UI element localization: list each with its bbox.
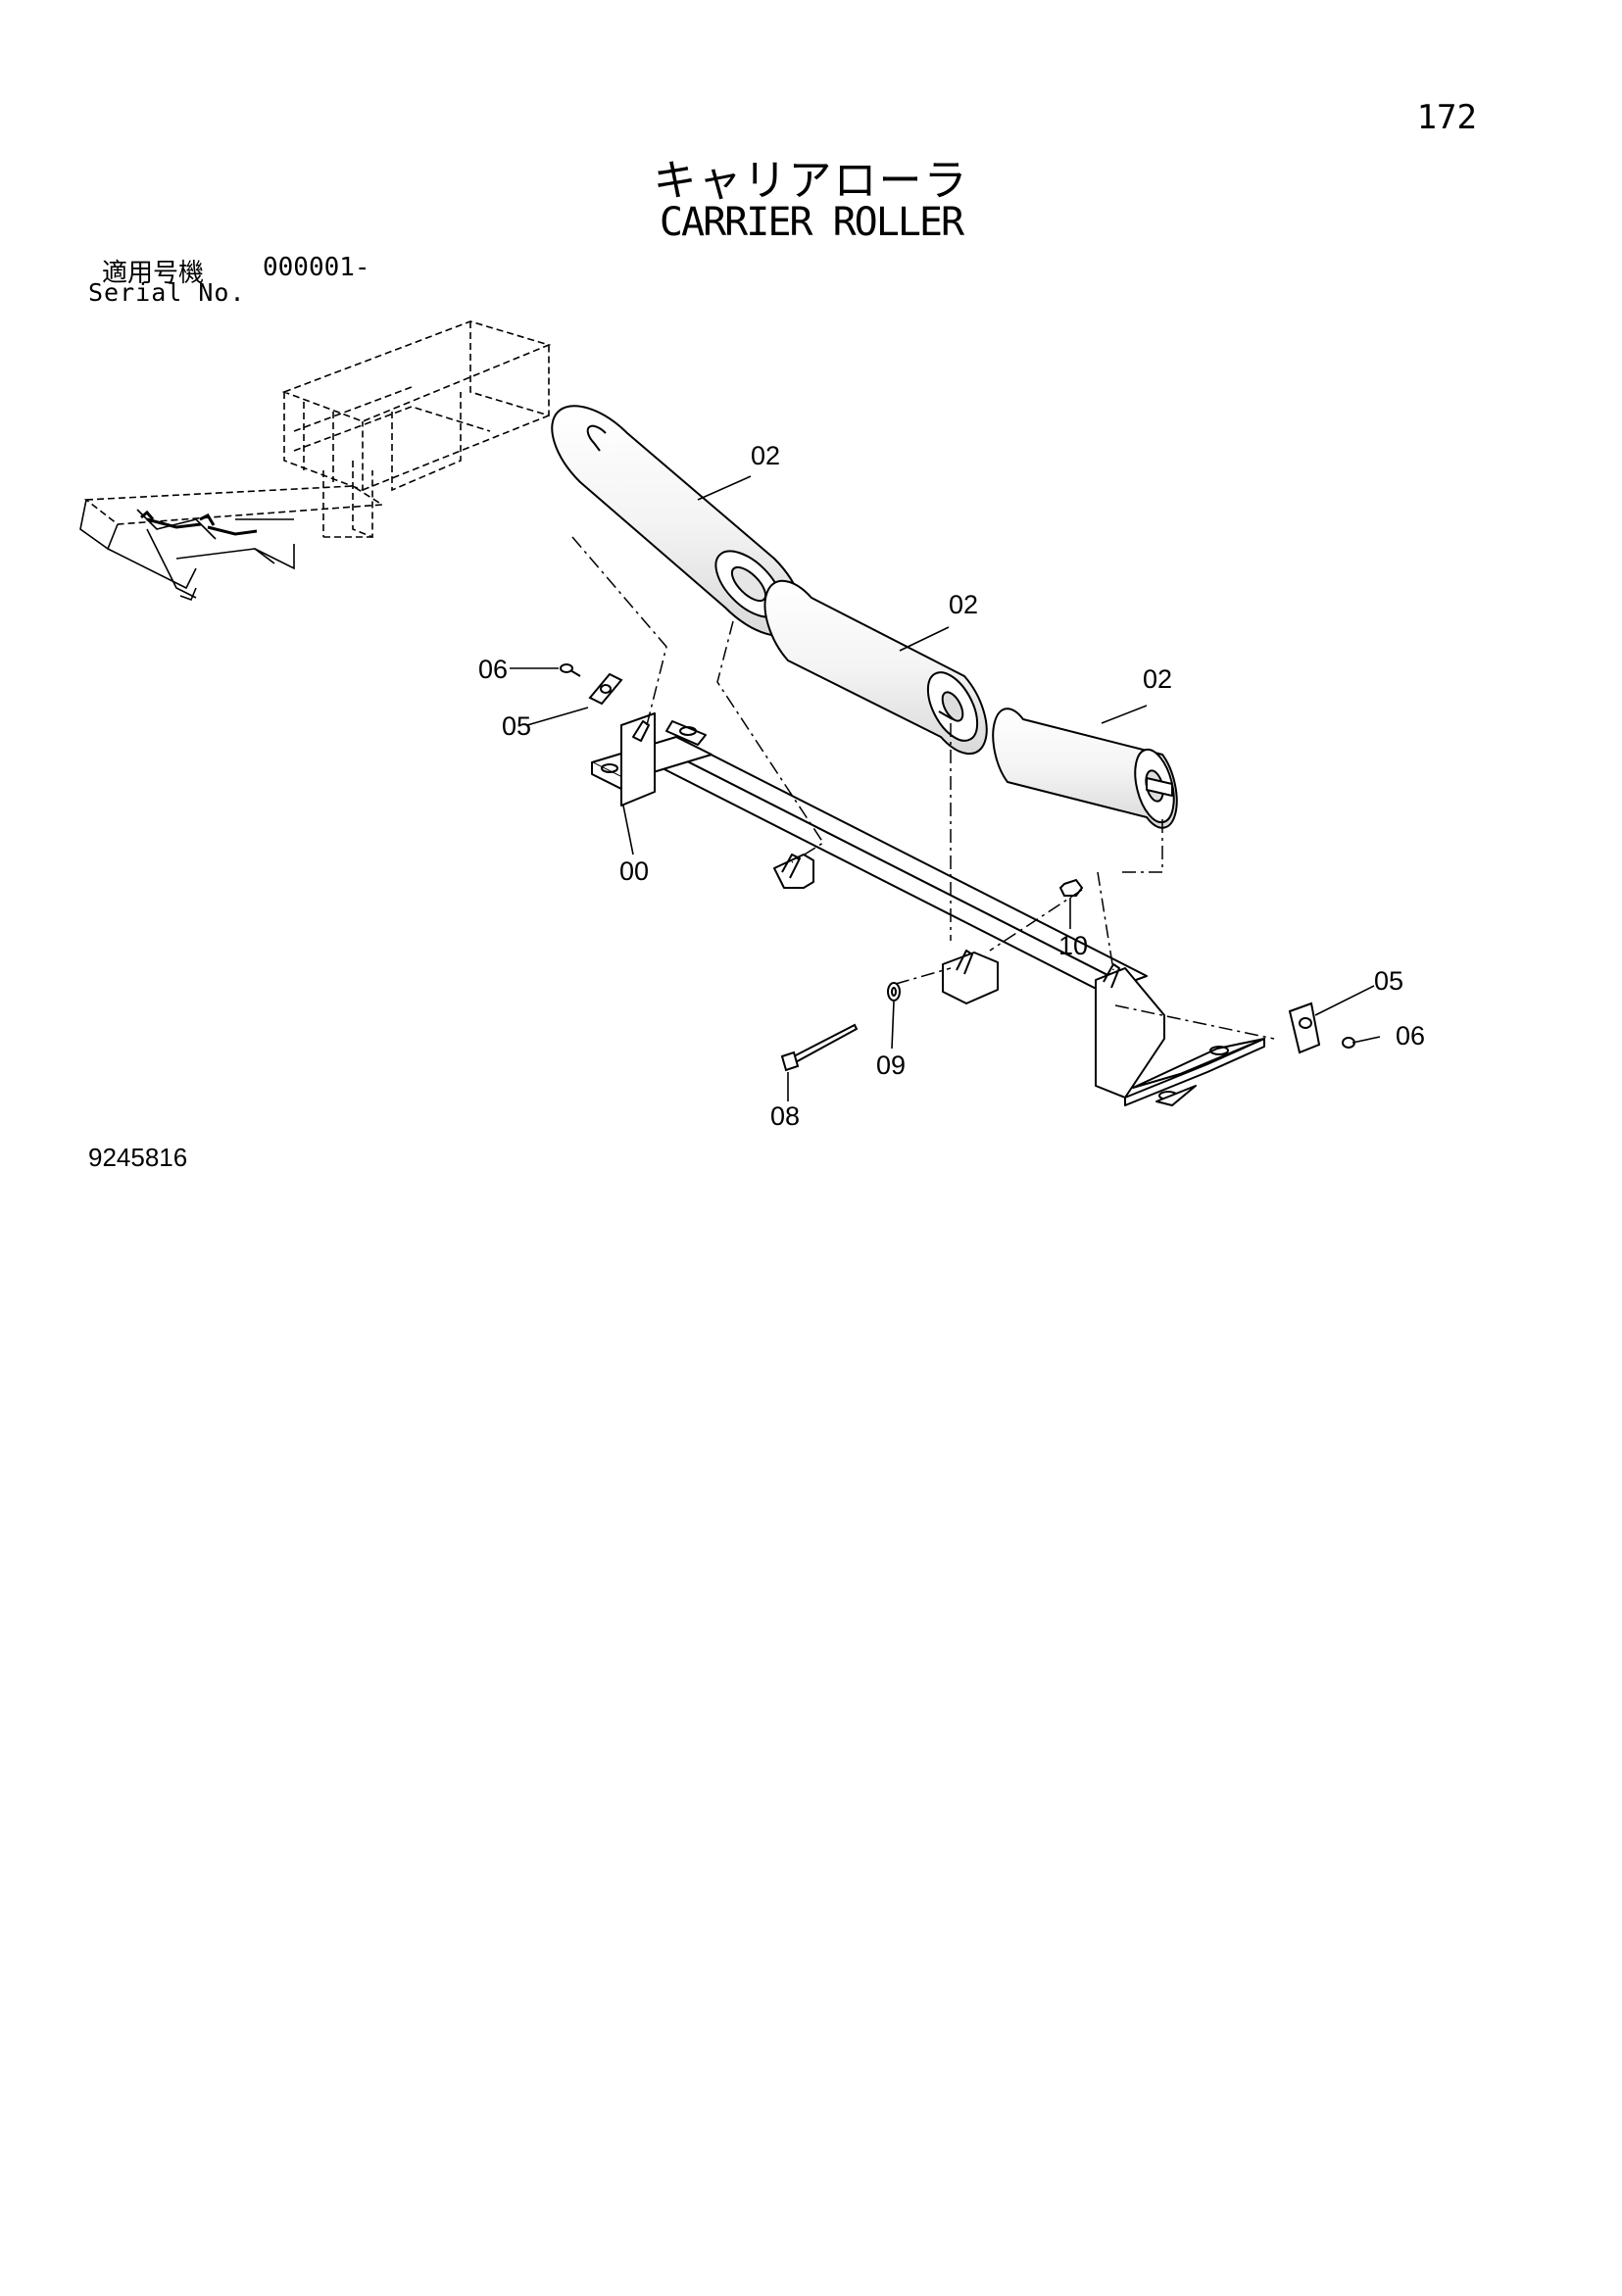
carrier-roller-right <box>992 708 1178 829</box>
callout-nut: 10 <box>1058 931 1088 960</box>
callout-bolt-right: 06 <box>1396 1021 1425 1050</box>
carrier-roller-middle <box>763 579 988 756</box>
callout-labels: 02 02 02 06 05 00 10 05 06 09 08 <box>478 441 1425 1131</box>
callout-frame: 00 <box>619 856 649 886</box>
leader-lines <box>510 475 1381 1101</box>
long-bolt <box>780 1023 859 1072</box>
drawing-number: 9245816 <box>88 1143 188 1172</box>
serial-label-english: Serial No. <box>88 278 246 307</box>
assembly-lines <box>571 536 1275 1040</box>
callout-roller-middle: 02 <box>949 590 978 619</box>
page-number: 172 <box>1416 98 1477 137</box>
serial-range: 000001- <box>263 253 370 282</box>
nut <box>1058 878 1084 897</box>
callout-washer: 09 <box>876 1050 906 1080</box>
location-thumbnail-track <box>79 485 385 602</box>
callout-roller-right: 02 <box>1143 664 1172 694</box>
location-thumbnail-highlight <box>140 510 258 536</box>
callout-plate-right: 05 <box>1374 966 1403 996</box>
serial-label-japanese: 適用号機 <box>102 259 205 288</box>
title-english: CARRIER ROLLER <box>659 200 964 245</box>
callout-bolt-left: 06 <box>478 655 508 684</box>
washer <box>887 982 901 1001</box>
plate-right <box>1288 1001 1321 1054</box>
callout-long-bolt: 08 <box>770 1101 800 1131</box>
title-japanese: キャリアローラ <box>653 156 969 206</box>
location-thumbnail <box>281 320 552 539</box>
callout-roller-top: 02 <box>751 441 780 470</box>
bolt-left <box>560 663 581 677</box>
callout-plate-left: 05 <box>502 711 531 741</box>
plate-left <box>588 672 623 706</box>
